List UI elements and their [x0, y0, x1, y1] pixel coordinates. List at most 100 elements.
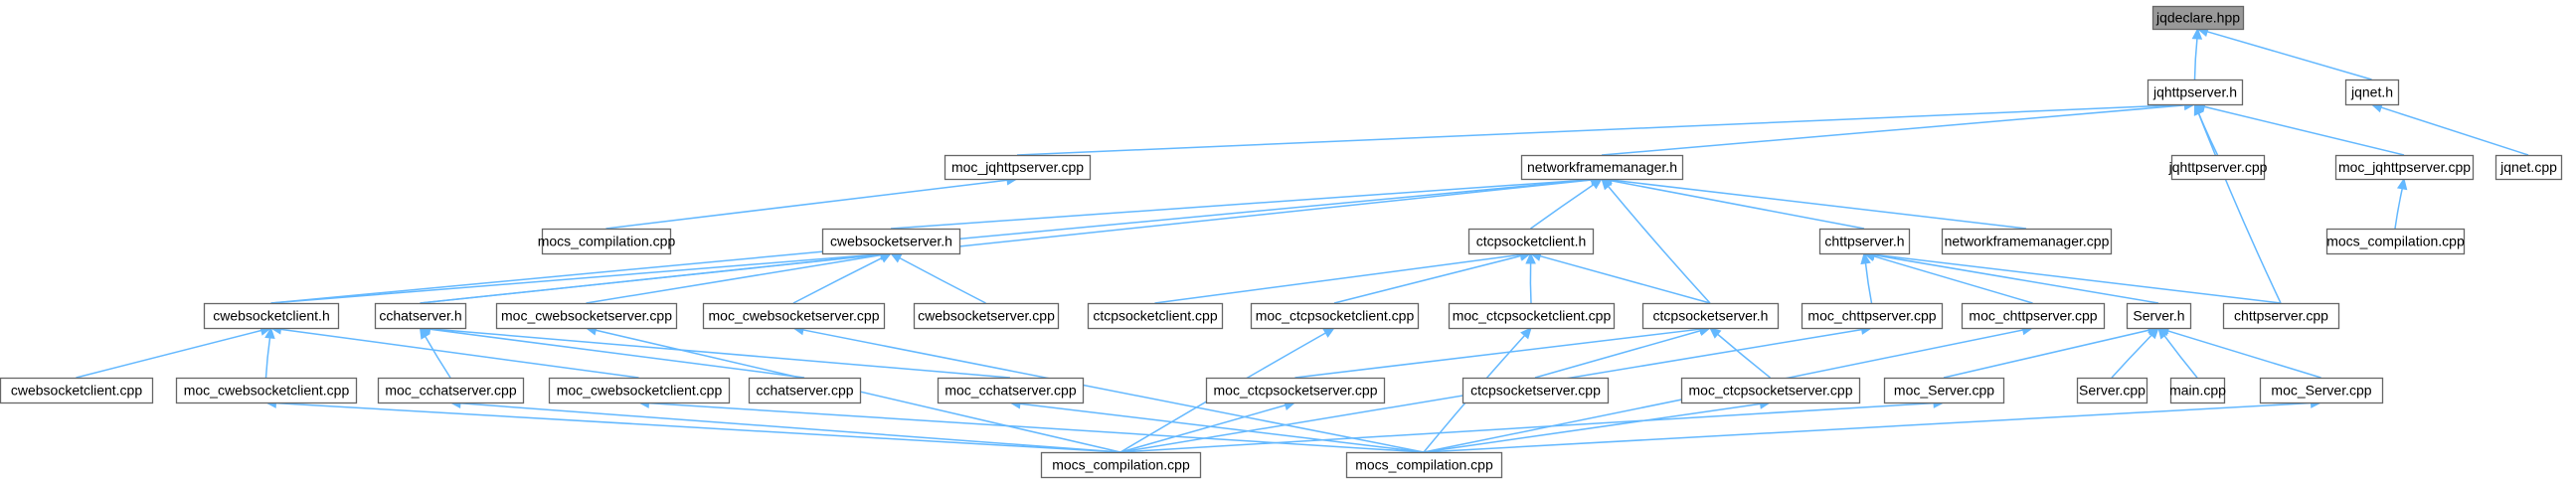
node-label: moc_cchatserver.cpp: [385, 383, 516, 399]
edge-arrowhead: [1520, 327, 1532, 340]
edge-chttpserver-cpp-to-jqhttpserver-h: [2197, 112, 2282, 304]
node-chttpserver-cpp[interactable]: chttpserver.cpp: [2222, 302, 2340, 330]
edge-mocs-compilation-3-to-moc-ctcpsocketserver-cpp-a: [1119, 404, 1287, 453]
edge-chttpserver-cpp-to-chttpserver-h: [1873, 253, 2282, 304]
node-jqdeclare: jqdeclare.hpp: [2151, 5, 2245, 31]
node-moc-jqhttpserver-cpp-a[interactable]: moc_jqhttpserver.cpp: [944, 154, 1092, 181]
node-layer: jqdeclare.hpp jqhttpserver.h jqnet.h moc_jq…: [0, 5, 2563, 479]
node-label: networkframemanager.cpp: [1945, 234, 2110, 249]
node-ctcpsocketclient-h[interactable]: ctcpsocketclient.h: [1467, 228, 1595, 255]
edge-mocs-compilation-2-to-moc-jqhttpserver-cpp-b: [2394, 188, 2403, 230]
node-label: jqnet.cpp: [2499, 159, 2557, 175]
node-moc-server-cpp-b[interactable]: moc_Server.cpp: [2259, 377, 2384, 404]
node-networkframemanager-cpp[interactable]: networkframemanager.cpp: [1941, 228, 2113, 255]
edge-moc-ctcpsocketclient-cpp-b-to-ctcpsocketclient-h: [1529, 262, 1532, 304]
edge-moc-cwebsocketclient-cpp-a-to-cwebsocketclient-h: [264, 337, 271, 379]
edge-arrowhead: [1709, 327, 1722, 339]
node-jqnet-h[interactable]: jqnet.h: [2344, 79, 2400, 106]
edge-ctcpsocketclient-h-to-networkframemanager-h: [1530, 184, 1595, 230]
edge-jqhttpserver-h-to-jqdeclare: [2193, 38, 2198, 80]
node-server-cpp[interactable]: Server.cpp: [2076, 377, 2148, 404]
node-moc-server-cpp-a[interactable]: moc_Server.cpp: [1883, 377, 2005, 404]
node-box: [1461, 377, 1610, 404]
node-moc-chttpserver-cpp-a[interactable]: moc_chttpserver.cpp: [1801, 302, 1944, 330]
node-moc-cwebsocketclient-cpp-a[interactable]: moc_cwebsocketclient.cpp: [175, 377, 358, 404]
node-label: jqhttpserver.cpp: [2168, 159, 2268, 175]
edge-arrowhead: [2191, 27, 2203, 40]
node-moc-chttpserver-cpp-b[interactable]: moc_chttpserver.cpp: [1961, 302, 2106, 330]
node-ctcpsocketserver-h[interactable]: ctcpsocketserver.h: [1641, 302, 1780, 330]
node-label: moc_cwebsocketclient.cpp: [557, 383, 723, 399]
node-box: [1818, 228, 1911, 255]
edge-arrowhead: [2193, 102, 2204, 116]
edge-main-cpp-to-server-h: [2163, 335, 2198, 379]
node-moc-jqhttpserver-cpp-b[interactable]: moc_jqhttpserver.cpp: [2334, 154, 2475, 181]
edge-cwebsocketserver-h-to-networkframemanager-h: [890, 178, 1593, 230]
edge-moc-chttpserver-cpp-b-to-chttpserver-h: [1873, 255, 2033, 304]
node-mocs-compilation-2[interactable]: mocs_compilation.cpp: [2325, 228, 2466, 255]
node-label: jqnet.h: [2350, 84, 2393, 100]
edge-moc-jqhttpserver-cpp-a-to-jqhttpserver-h: [1016, 103, 2185, 156]
node-moc-ctcpsocketclient-cpp-a[interactable]: moc_ctcpsocketclient.cpp: [1250, 302, 1420, 330]
edge-arrowhead: [1525, 251, 1536, 264]
node-cwebsocketserver-h[interactable]: cwebsocketserver.h: [821, 228, 961, 255]
edge-moc-chttpserver-cpp-a-to-chttpserver-h: [1864, 262, 1873, 304]
node-label: ctcpsocketserver.h: [1653, 308, 1769, 324]
node-mocs-compilation-1[interactable]: mocs_compilation.cpp: [538, 228, 676, 255]
node-label: cwebsocketserver.h: [830, 234, 952, 249]
edge-arrowhead: [1860, 251, 1871, 265]
edge-server-cpp-to-server-h: [2111, 334, 2152, 379]
node-networkframemanager-h[interactable]: networkframemanager.h: [1520, 154, 1684, 181]
edge-moc-ctcpsocketserver-cpp-b-to-ctcpsocketserver-h: [1717, 333, 1771, 379]
node-label: chttpserver.cpp: [2234, 308, 2328, 324]
node-mocs-compilation-3[interactable]: mocs_compilation.cpp: [1040, 451, 1202, 479]
edge-mocs-compilation-4-to-moc-server-cpp-b: [1423, 402, 2312, 453]
node-moc-ctcpsocketserver-cpp-b[interactable]: moc_ctcpsocketserver.cpp: [1680, 377, 1861, 404]
node-moc-ctcpsocketclient-cpp-b[interactable]: moc_ctcpsocketclient.cpp: [1448, 302, 1616, 330]
node-cwebsocketclient-h[interactable]: cwebsocketclient.h: [203, 302, 340, 330]
node-label: moc_ctcpsocketserver.cpp: [1689, 383, 1853, 399]
node-label: moc_chttpserver.cpp: [1807, 308, 1936, 324]
node-main-cpp[interactable]: main.cpp: [2169, 377, 2226, 404]
node-label: moc_cchatserver.cpp: [945, 383, 1076, 399]
node-moc-cchatserver-cpp-b[interactable]: moc_cchatserver.cpp: [937, 377, 1085, 404]
edge-server-h-to-chttpserver-h: [1873, 253, 2159, 304]
node-cchatserver-h[interactable]: cchatserver.h: [374, 302, 467, 330]
node-moc-ctcpsocketserver-cpp-a[interactable]: moc_ctcpsocketserver.cpp: [1205, 377, 1386, 404]
node-cwebsocketserver-cpp[interactable]: cwebsocketserver.cpp: [913, 302, 1060, 330]
node-box: [702, 302, 886, 330]
node-server-h[interactable]: Server.h: [2126, 302, 2192, 330]
node-moc-cchatserver-cpp-a[interactable]: moc_cchatserver.cpp: [377, 377, 525, 404]
node-box: [374, 302, 467, 330]
node-box: [1961, 302, 2106, 330]
node-moc-cwebsocketclient-cpp-b[interactable]: moc_cwebsocketclient.cpp: [548, 377, 731, 404]
edge-moc-jqhttpserver-cpp-b-to-jqhttpserver-h: [2204, 105, 2405, 156]
node-box: [2334, 154, 2475, 181]
node-label: cwebsocketclient.h: [213, 308, 330, 324]
node-jqhttpserver-cpp[interactable]: jqhttpserver.cpp: [2168, 154, 2268, 181]
node-box: [1641, 302, 1780, 330]
node-box: [203, 302, 340, 330]
node-label: cchatserver.h: [379, 308, 461, 324]
edge-moc-ctcpsocketclient-cpp-a-to-ctcpsocketclient-h: [1333, 254, 1521, 304]
node-cchatserver-cpp[interactable]: cchatserver.cpp: [748, 377, 862, 404]
node-jqnet-cpp[interactable]: jqnet.cpp: [2494, 154, 2563, 181]
node-label: cchatserver.cpp: [756, 383, 853, 399]
node-mocs-compilation-4[interactable]: mocs_compilation.cpp: [1345, 451, 1503, 479]
node-box: [377, 377, 525, 404]
node-label: ctcpsocketserver.cpp: [1470, 383, 1601, 399]
node-ctcpsocketserver-cpp[interactable]: ctcpsocketserver.cpp: [1461, 377, 1610, 404]
node-moc-cwebsocketserver-cpp-b[interactable]: moc_cwebsocketserver.cpp: [702, 302, 886, 330]
node-ctcpsocketclient-cpp[interactable]: ctcpsocketclient.cpp: [1087, 302, 1224, 330]
edge-arrowhead: [889, 252, 903, 263]
node-cwebsocketclient-cpp[interactable]: cwebsocketclient.cpp: [0, 377, 154, 404]
node-jqhttpserver-h[interactable]: jqhttpserver.h: [2147, 79, 2244, 106]
node-box: [1040, 451, 1202, 479]
node-moc-cwebsocketserver-cpp-a[interactable]: moc_cwebsocketserver.cpp: [495, 302, 678, 330]
node-box: [2259, 377, 2384, 404]
node-chttpserver-h[interactable]: chttpserver.h: [1818, 228, 1911, 255]
node-label: mocs_compilation.cpp: [538, 234, 676, 249]
edge-moc-cwebsocketclient-cpp-b-to-cwebsocketclient-h: [280, 328, 639, 379]
node-box: [1801, 302, 1944, 330]
edge-mocs-compilation-3-to-moc-cchatserver-cpp-a: [459, 402, 1121, 453]
